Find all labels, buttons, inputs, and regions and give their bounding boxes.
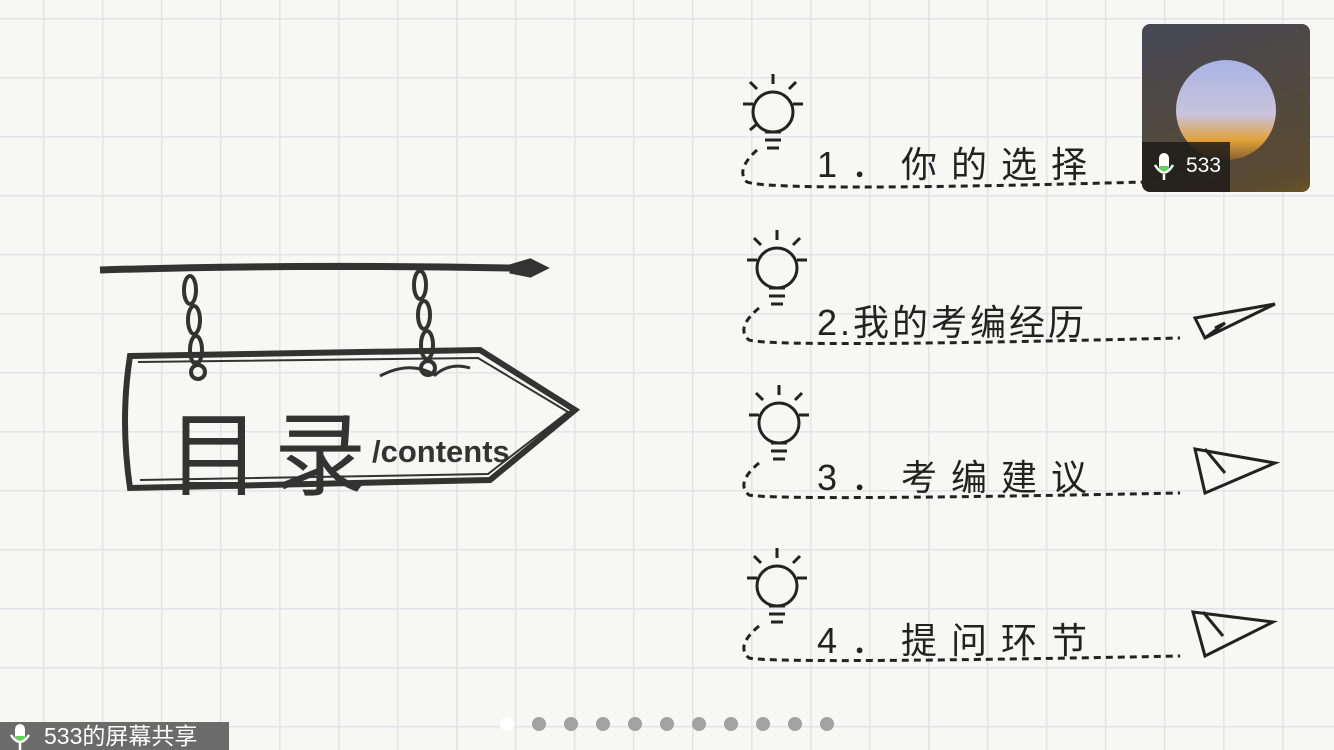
toc-item-label: 2.我的考编经历 [817, 302, 1088, 343]
hanging-sign-icon [99, 258, 581, 492]
lightbulb-icon [741, 74, 1146, 189]
page-dot[interactable] [660, 717, 674, 731]
lightbulb-icon [742, 548, 1279, 663]
toc-item-4[interactable]: 4．提问环节 [735, 546, 1295, 676]
page-dot[interactable] [820, 717, 834, 731]
page-indicator[interactable] [500, 717, 834, 731]
page-dot[interactable] [532, 717, 546, 731]
lightbulb-icon [742, 230, 1276, 346]
page-dot[interactable] [628, 717, 642, 731]
toc-item-1[interactable]: 1．你的选择 [735, 70, 1295, 200]
sign-title: 目录 [168, 406, 381, 508]
toc-item-label: 4．提问环节 [817, 620, 1102, 661]
toc-item-2[interactable]: 2.我的考编经历 [735, 228, 1295, 358]
page-dot[interactable] [724, 717, 738, 731]
microphone-icon [1153, 153, 1175, 180]
toc-item-label: 1．你的选择 [817, 144, 1102, 185]
page-dot[interactable] [692, 717, 706, 731]
microphone-icon [9, 724, 31, 750]
sign-subtitle: /contents [372, 434, 510, 469]
page-dot[interactable] [756, 717, 770, 731]
participant-video-tile[interactable]: 533 [1142, 24, 1310, 192]
toc-item-3[interactable]: 3．考编建议 [735, 383, 1295, 513]
page-dot[interactable] [564, 717, 578, 731]
screen-share-text: 533的屏幕共享 [44, 723, 198, 749]
page-dot[interactable] [788, 717, 802, 731]
toc-item-label: 3．考编建议 [817, 457, 1102, 498]
page-dot[interactable] [500, 717, 514, 731]
participant-name: 533 [1186, 154, 1222, 177]
page-dot[interactable] [596, 717, 610, 731]
lightbulb-icon [742, 385, 1281, 500]
screen-share-label: 533的屏幕共享 [0, 722, 229, 750]
participant-name-bar: 533 [1142, 142, 1230, 192]
